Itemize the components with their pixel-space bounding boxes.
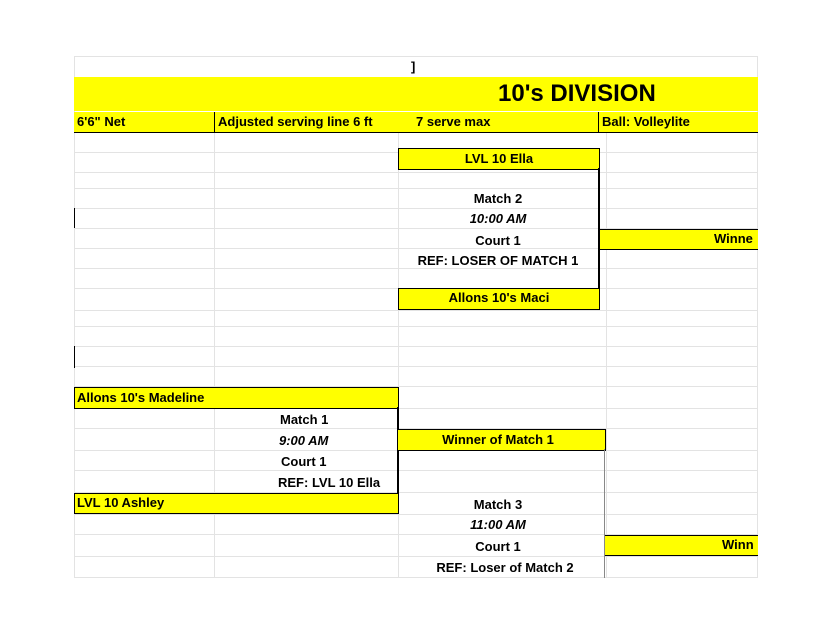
match1-time: 9:00 AM <box>279 433 329 448</box>
match2-label: Match 2 <box>473 191 523 206</box>
match2-court: Court 1 <box>475 233 521 248</box>
match3-time: 11:00 AM <box>470 517 526 532</box>
match3-team-top: Winner of Match 1 <box>442 432 554 447</box>
match3-winner-cell <box>605 535 758 556</box>
header-serving-line: Adjusted serving line 6 ft <box>218 114 373 129</box>
match2-bracket-line <box>598 168 600 310</box>
match3-bracket-line <box>604 449 605 578</box>
header-row <box>74 112 758 132</box>
match2-team-top: LVL 10 Ella <box>464 151 534 166</box>
match1-team-bottom: LVL 10 Ashley <box>77 495 165 510</box>
match1-team-bottom-cell <box>74 493 399 514</box>
header-serve-max: 7 serve max <box>416 114 491 129</box>
division-title-bar <box>74 77 758 111</box>
match2-team-bottom-cell <box>398 288 600 310</box>
match3-winner-partial: Winn <box>722 537 754 552</box>
match3-team-top-cell <box>398 429 606 451</box>
match1-team-top: Allons 10's Madeline <box>77 390 205 405</box>
match3-label: Match 3 <box>473 497 523 512</box>
top-mark: ] <box>411 59 416 74</box>
match3-court: Court 1 <box>475 539 521 554</box>
match1-label: Match 1 <box>280 412 329 427</box>
match1-team-top-cell <box>74 387 399 409</box>
division-title: 10's DIVISION <box>498 80 656 107</box>
match2-time: 10:00 AM <box>469 211 527 226</box>
match2-ref: REF: LOSER OF MATCH 1 <box>417 253 579 268</box>
match1-bracket-line <box>397 407 399 513</box>
match2-team-bottom: Allons 10's Maci <box>448 290 550 305</box>
match1-ref: REF: LVL 10 Ella <box>278 475 381 490</box>
match3-ref: REF: Loser of Match 2 <box>436 560 574 575</box>
header-net: 6'6" Net <box>77 114 126 129</box>
header-ball: Ball: Volleylite <box>602 114 690 129</box>
match2-winner-cell <box>600 229 758 250</box>
match1-court: Court 1 <box>281 454 327 469</box>
match2-winner-partial: Winne <box>714 231 753 246</box>
match2-team-top-cell <box>398 148 600 170</box>
